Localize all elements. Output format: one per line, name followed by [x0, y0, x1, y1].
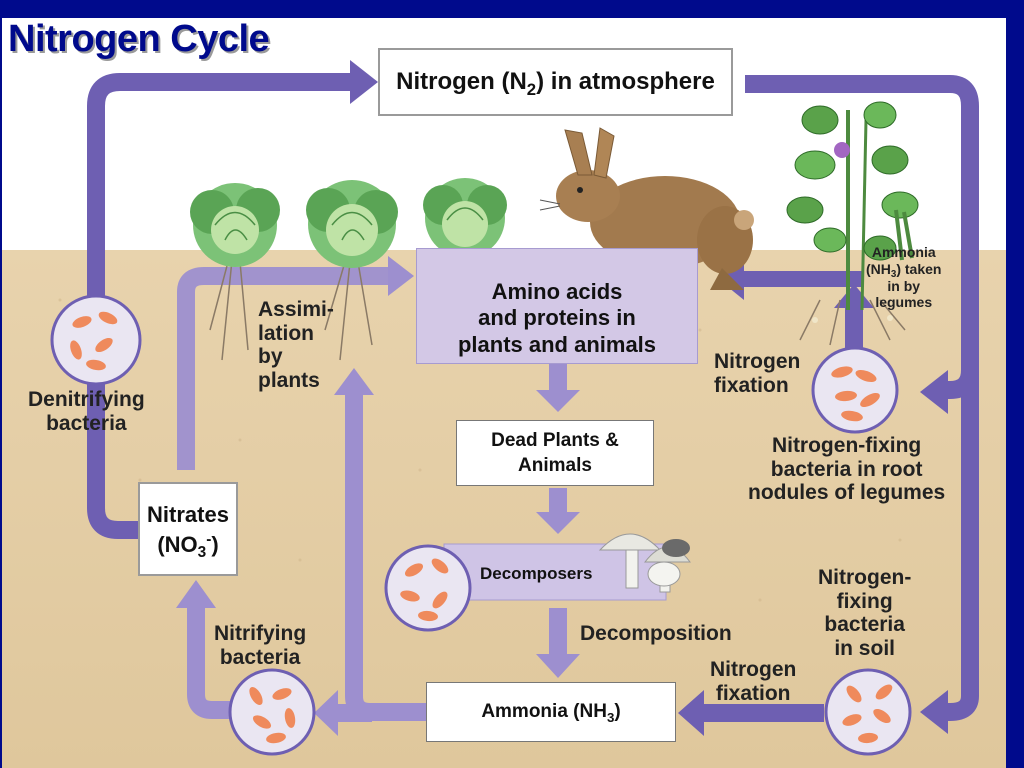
ammonia-box-subscript: 3: [606, 709, 615, 725]
decomposition-arrowhead: [536, 654, 580, 678]
nitrogen-fixing-soil-label: Nitrogen- fixing bacteria in soil: [818, 566, 911, 660]
cabbage-2-illustration: [306, 180, 398, 361]
ammonia-legumes-label: Ammonia (NH3) taken in by legumes: [866, 244, 941, 311]
nitrates-formula: (NO3-): [140, 530, 236, 562]
assimilation-line-3: by: [258, 345, 283, 369]
dead-line-1: Dead Plants &: [491, 430, 619, 451]
assimilation-line-1: Assimi-: [258, 298, 334, 321]
fixing-soil-line-2: fixing: [836, 589, 893, 613]
denitrifying-line-1: Denitrifying: [28, 388, 145, 411]
fixation-bottom-line-2: fixation: [715, 681, 791, 705]
nitrifying-bacteria-circle: [228, 668, 316, 756]
denitrifying-bacteria-circle: [50, 294, 142, 386]
atmosphere-to-nodules-arrowhead: [920, 370, 948, 414]
fixation-top-line-1: Nitrogen: [714, 350, 801, 373]
ammonia-legumes-line-2: (NH3) taken: [866, 260, 942, 281]
fixing-soil-line-3: bacteria: [824, 613, 905, 637]
nitrification-arrowhead: [176, 580, 216, 608]
top-bar: [0, 0, 1024, 18]
fixing-soil-line-1: Nitrogen-: [818, 566, 912, 589]
nitrogen-fixing-root-label: Nitrogen-fixing bacteria in root nodules…: [748, 434, 945, 505]
legume-plant-illustration: [786, 101, 919, 346]
dead-line-2: Animals: [518, 454, 592, 476]
assimilation-line-2: lation: [258, 321, 314, 345]
ammonia-box-text: Ammonia (NH: [481, 701, 607, 722]
ammonia-box: Ammonia (NH3): [426, 682, 676, 742]
fixing-soil-line-4: in soil: [834, 636, 895, 660]
fixation-bottom-line-1: Nitrogen: [710, 658, 797, 681]
legume-to-amino-arrow: [742, 271, 862, 287]
cabbage-1-illustration: [190, 183, 280, 361]
nodule-up-arrow: [845, 305, 863, 350]
assimilation-arrowhead: [388, 256, 414, 296]
atmosphere-box: Nitrogen (N2) in atmosphere: [378, 48, 733, 116]
atmosphere-to-nodules-arrow: [945, 369, 979, 399]
dead-plants-box: Dead Plants & Animals: [456, 420, 654, 486]
decomposers-label: Decomposers: [480, 564, 593, 583]
slide-title: Nitrogen Cycle: [8, 18, 270, 60]
ammonia-legumes-suffix: ) taken: [896, 260, 942, 277]
ammonia-legumes-line-4: legumes: [875, 294, 933, 311]
assimilation-line-4: plants: [258, 368, 320, 392]
fixing-root-line-1: Nitrogen-fixing: [771, 434, 922, 457]
amino-line-2: and proteins in: [478, 305, 636, 331]
denitrification-arrowhead: [350, 60, 378, 104]
denitrifying-bacteria-label: Denitrifying bacteria: [28, 388, 145, 435]
soil-fixation-arrowhead: [678, 690, 704, 736]
atmosphere-label-subscript: 2: [526, 79, 537, 99]
nitrogen-fixation-bottom-label: Nitrogen fixation: [710, 658, 796, 705]
left-frame: [0, 18, 2, 768]
denitrifying-line-2: bacteria: [46, 411, 127, 435]
assimilation-arrow: [177, 267, 388, 470]
nitrification-arrow: [187, 605, 230, 719]
assimilation-label: Assimi- lation by plants: [258, 298, 334, 392]
root-nodule-bacteria-circle: [811, 346, 899, 434]
ammonia-box-label: Ammonia (NH3): [427, 701, 675, 725]
dead-to-decomposers-arrowhead: [536, 512, 580, 534]
atmosphere-to-soil-arrowhead: [920, 690, 948, 734]
ammonia-to-nitrifying-arrow: [330, 704, 372, 722]
amino-to-dead-arrow: [549, 364, 567, 392]
nitrifying-line-1: Nitrifying: [214, 622, 307, 645]
atmosphere-label: Nitrogen (N2) in atmosphere: [380, 68, 731, 99]
nitrates-formula-subscript: 3: [197, 544, 207, 562]
nodule-up-arrowhead: [834, 284, 874, 308]
amino-acids-box: Amino acids and proteins in plants and a…: [416, 248, 698, 364]
ammonia-legumes-line-1: Ammonia: [871, 244, 936, 260]
cabbage-3-illustration: [423, 178, 507, 258]
nitrifying-line-2: bacteria: [219, 645, 301, 669]
fixing-root-line-3: nodules of legumes: [748, 481, 946, 505]
fixing-root-line-2: bacteria in root: [770, 457, 923, 481]
soil-fixing-bacteria-circle: [824, 668, 912, 756]
decomposition-arrow: [549, 608, 567, 656]
nitrates-formula-suffix: ): [211, 531, 219, 557]
rabbit-illustration: [539, 127, 754, 290]
amino-line-3: plants and animals: [457, 331, 657, 357]
fixation-top-line-2: fixation: [714, 373, 789, 397]
nitrates-formula-superscript: -: [206, 531, 212, 548]
nitrates-line-1: Nitrates: [147, 502, 229, 527]
decomposer-bacteria-circle: [384, 544, 472, 632]
ammonia-box-suffix: ): [614, 701, 621, 722]
amino-line-1: Amino acids: [491, 279, 623, 304]
nitrates-formula-text: (NO: [157, 531, 198, 557]
amino-to-dead-arrowhead: [536, 390, 580, 412]
ammonia-legumes-line-3: in by: [887, 277, 921, 294]
atmosphere-to-soil-arrow: [745, 75, 979, 721]
nitrogen-fixation-top-label: Nitrogen fixation: [714, 350, 800, 397]
atmosphere-label-text: Nitrogen (N: [396, 68, 527, 95]
right-frame: [1006, 18, 1024, 768]
ammonia-legumes-subscript: 3: [890, 269, 897, 281]
ammonia-to-plants-arrowhead: [334, 368, 374, 395]
nitrates-box: Nitrates (NO3-): [138, 482, 238, 576]
atmosphere-label-suffix: ) in atmosphere: [536, 68, 715, 95]
ammonia-legumes-formula: (NH: [866, 260, 891, 277]
soil-fixation-arrow: [700, 704, 824, 722]
decomposition-label: Decomposition: [580, 622, 732, 645]
dead-to-decomposers-arrow: [549, 488, 567, 514]
ammonia-to-nitrifying-arrowhead: [314, 690, 338, 736]
nitrifying-bacteria-label: Nitrifying bacteria: [214, 622, 306, 669]
mushrooms-illustration: [598, 533, 691, 593]
